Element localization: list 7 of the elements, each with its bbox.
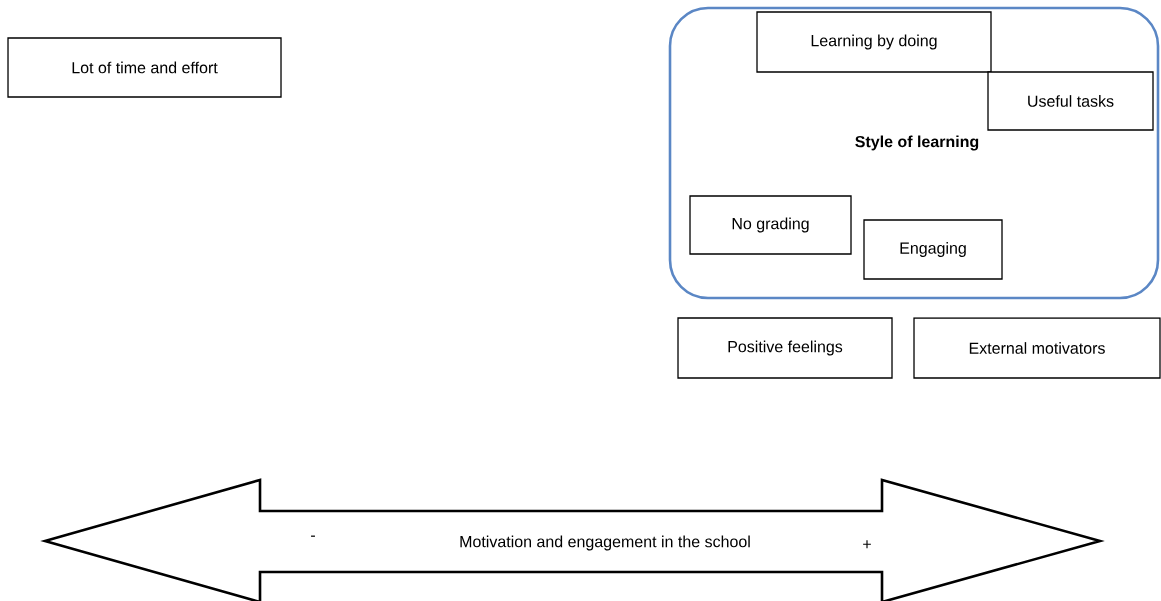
text-box: Positive feelings [677,317,893,379]
text-box: Learning by doing [756,11,992,73]
text-box: Useful tasks [987,71,1154,131]
text-box: External motivators [913,317,1161,379]
text-box: Engaging [863,219,1003,280]
text-box: No grading [689,195,852,255]
text-box: Lot of time and effort [7,37,282,98]
